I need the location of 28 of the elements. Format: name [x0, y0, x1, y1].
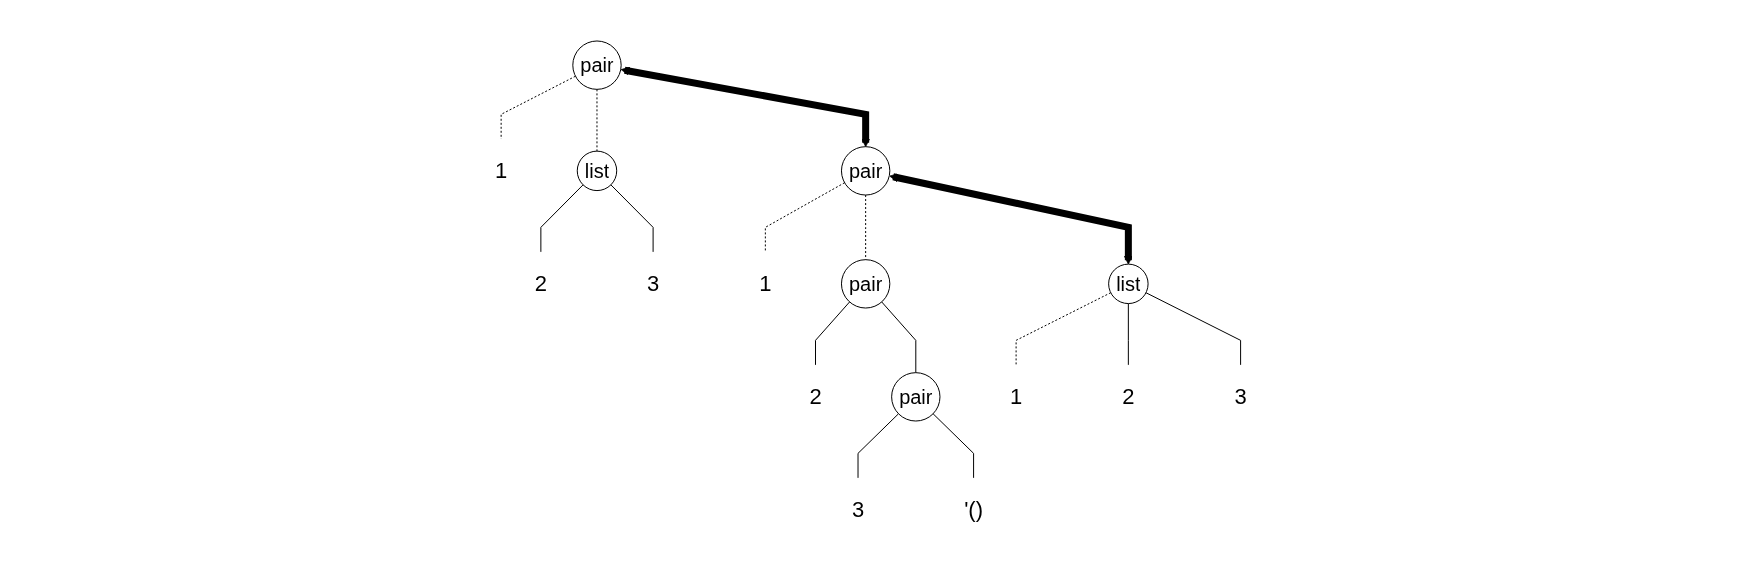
node-text: 3	[646, 271, 659, 297]
node-text: 1	[494, 158, 507, 184]
connector	[540, 184, 584, 254]
node-text: 3	[851, 497, 864, 523]
connector	[932, 413, 974, 480]
node-text: 1	[1009, 384, 1022, 410]
node-circle: list	[1107, 263, 1149, 305]
arrow	[620, 67, 870, 148]
node-circle: pair	[890, 372, 941, 422]
node-text: 2	[809, 384, 822, 410]
connector	[596, 89, 598, 152]
connector	[814, 301, 850, 367]
connector	[1127, 303, 1129, 367]
connector	[1145, 292, 1241, 367]
connector	[610, 184, 654, 254]
node-text: '()	[963, 497, 983, 523]
node-circle: pair	[571, 40, 622, 91]
node-circle: pair	[840, 259, 890, 309]
node-text: 3	[1234, 384, 1247, 410]
node-text: 2	[1121, 384, 1135, 410]
connector	[880, 301, 916, 374]
connector	[1015, 292, 1111, 367]
node-text: 2	[534, 271, 547, 297]
node-circle: list	[576, 150, 617, 192]
node-circle: pair	[840, 146, 890, 196]
arrow	[888, 173, 1133, 265]
connector	[857, 413, 899, 480]
node-text: 1	[758, 271, 772, 297]
